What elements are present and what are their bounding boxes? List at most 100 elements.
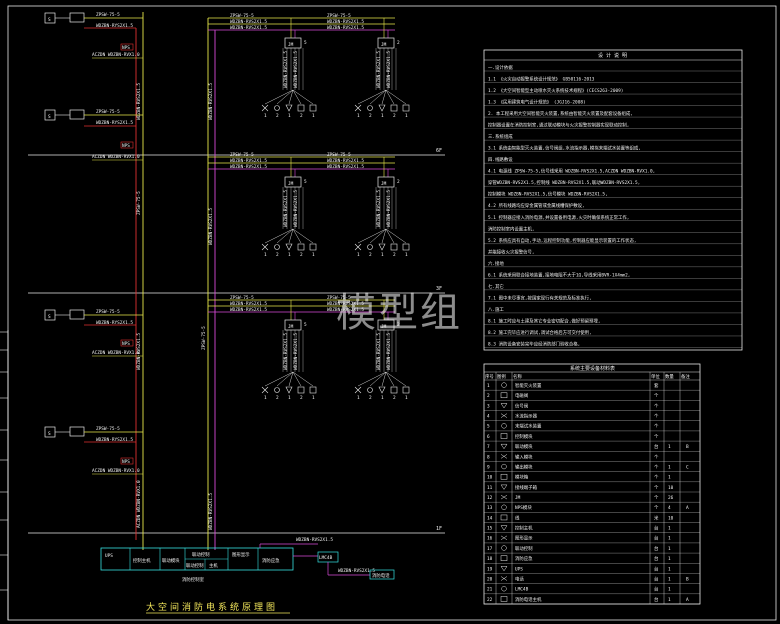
branch-cable-label-right: ZPSW-75-5	[327, 295, 351, 301]
legend-symbol-icon	[500, 392, 508, 399]
legend-row-no: 18	[487, 556, 493, 562]
svg-text:4.2 所有线路均应穿金属管或金属线槽保护敷设,: 4.2 所有线路均应穿金属管或金属线槽保护敷设,	[488, 202, 585, 209]
legend-symbol-icon	[500, 514, 508, 521]
nps-label: NPS	[122, 341, 130, 347]
device-count: 2	[276, 252, 279, 258]
solenoid-valve-icon	[261, 104, 269, 112]
jm-label: JM	[288, 181, 294, 187]
svg-text:消防控制室内设置主机,: 消防控制室内设置主机,	[488, 225, 535, 232]
branch-cable-label-left: WDZBN-RVS2X1.5	[230, 158, 267, 164]
test-device-icon	[309, 104, 317, 112]
device-cable1: ACZDN WDZBN-RVX1.0	[92, 468, 140, 474]
bundle-label: WDZBN-RVS2X1.5	[386, 333, 392, 370]
legend-row-no: 4	[487, 414, 490, 420]
sprinkler-icon	[274, 387, 280, 393]
legend-row-unit: 台	[654, 575, 659, 582]
legend-row-name: JM	[515, 495, 521, 501]
panel-cell-linkage: 联动控制	[192, 551, 210, 558]
device-count: 1	[405, 395, 408, 401]
notes-line: 八.施工	[484, 306, 742, 314]
legend-row-name: UPS	[515, 566, 523, 572]
signal-valve-icon	[390, 243, 398, 251]
legend-symbol-icon	[501, 586, 507, 592]
legend-row-note: B	[686, 444, 689, 450]
device-count: 2	[369, 395, 372, 401]
nps-box	[120, 457, 134, 465]
drawing-frame	[7, 5, 777, 621]
bundle-label: WDZBN-RVS2X1.5	[293, 333, 299, 370]
panel-sub-cell-2: 主机	[209, 562, 218, 569]
legend-row-name: 输出模块	[515, 463, 533, 470]
legend-row-unit: 个	[654, 475, 659, 481]
svg-text:8.1 施工时应与土建及其它专业密切配合,做好预留预埋,: 8.1 施工时应与土建及其它专业密切配合,做好预留预埋,	[488, 317, 600, 324]
floor-label-3f: 3F	[436, 286, 442, 292]
branch-cable-label-right: WDZBN-RVS2X1.5	[327, 19, 364, 25]
device-count: 1	[357, 252, 360, 258]
left-device-3: S ZPSW-75-5 WDZBN-RYS2X1.5 NPS ACZDN WDZ…	[44, 309, 143, 357]
device-bottom-label: WDZBN-RYS2X1.5	[96, 320, 133, 326]
watermark: 模型组	[336, 290, 462, 336]
riser-label-5: WDZBN-RVS2X1.5	[208, 83, 214, 120]
device-count: 1	[357, 113, 360, 119]
legend-row-no: 3	[487, 403, 490, 409]
notes-line: 4.1 电源线 ZPSW-75-5,信号线采用 WDZBN-RVS2X1.5,A…	[484, 168, 742, 175]
signal-valve-icon	[297, 104, 305, 112]
bundle-label: WDZBN-RVS2X1.5	[293, 190, 299, 227]
notes-header: 设 计 说 明	[598, 52, 627, 59]
legend-row-no: 12	[487, 495, 493, 501]
jm-box	[284, 176, 302, 188]
notes-line: 7.1 图中未尽事宜,按国家现行有关规范及标准执行,	[484, 294, 742, 302]
legend-row-name: 联动控制	[515, 545, 533, 552]
legend-symbol-icon	[500, 525, 508, 531]
jm-label: JM	[381, 181, 387, 187]
device-count: 1	[288, 252, 291, 258]
device-count: 2	[393, 395, 396, 401]
legend-row-unit: 个	[654, 414, 659, 420]
legend-row-no: 6	[487, 434, 490, 440]
svg-text:三.系统组成: 三.系统组成	[488, 133, 513, 140]
legend-row-unit: 个	[654, 434, 659, 440]
svg-text:四.线路敷设: 四.线路敷设	[488, 156, 513, 163]
branch-cable-label-left: ZPSW-75-5	[230, 295, 254, 301]
svg-text:一.设计依据: 一.设计依据	[488, 64, 513, 71]
panel-cell-ups: UPS	[105, 553, 113, 559]
legend-col-header: 单位	[651, 373, 660, 380]
legend-row-no: 21	[487, 587, 493, 593]
legend-row-name: 末端试水装置	[515, 423, 542, 430]
notes-line: 5.2 系统应具有自动,手动,远程控制功能,控制器应能显示装置的工作状态,	[484, 237, 742, 244]
device-count: 2	[393, 252, 396, 258]
legend-header: 系统主要设备材料表	[570, 365, 615, 372]
legend-row-unit: 台	[654, 586, 659, 593]
nps-label: NPS	[122, 45, 130, 51]
legend-row-qty: 4	[668, 505, 671, 511]
panel-caption: 消防控制室	[182, 576, 205, 583]
jm-box	[284, 37, 302, 49]
valve-symbol	[69, 109, 85, 120]
legend-symbol-icon	[500, 494, 508, 500]
legend-row-qty: 1	[668, 587, 671, 593]
device-count: 1	[312, 252, 315, 258]
panel-cell-display: 图形显示	[232, 551, 250, 558]
panel-outer	[100, 547, 294, 571]
legend-row-unit: 个	[654, 464, 659, 470]
legend-row-unit: 台	[654, 555, 659, 562]
device-count: 2	[369, 252, 372, 258]
branch-cable-label-left: WDZBN-RVS2X1.5	[230, 301, 267, 307]
legend-row-qty: 1	[668, 536, 671, 542]
device-top-label: ZPSW-75-5	[96, 309, 120, 315]
flow-indicator-icon	[285, 104, 293, 112]
branch-cable-label-left: ZPSW-75-5	[230, 152, 254, 158]
legend-row-unit: 个	[654, 393, 659, 399]
legend-symbol-icon	[500, 484, 508, 490]
device-count: 1	[405, 113, 408, 119]
notes-line: 七.其它	[484, 283, 742, 291]
